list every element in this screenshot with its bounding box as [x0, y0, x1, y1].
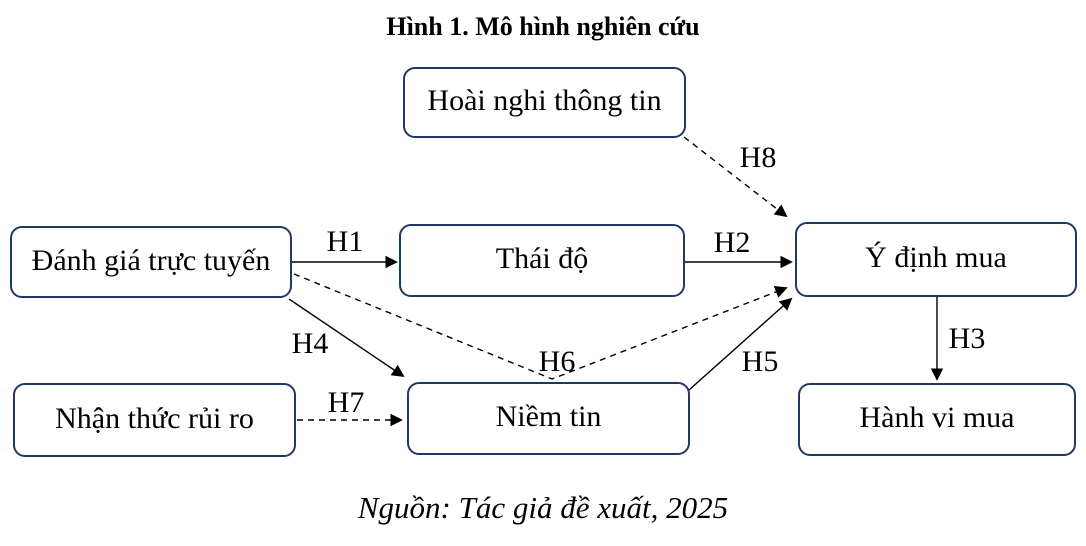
edge-label-h2: H2	[713, 226, 751, 259]
node-label: Đánh giá trực tuyến	[31, 243, 271, 277]
edge-label-h4: H4	[291, 327, 329, 360]
node-label: Nhận thức rủi ro	[55, 401, 254, 435]
edge-label-h7: H7	[327, 386, 365, 419]
edge-label-h6: H6	[538, 345, 576, 378]
edge-label-h8: H8	[739, 141, 777, 174]
node-label: Ý định mua	[865, 241, 1007, 274]
node-hanh-vi-mua: Hành vi mua	[798, 383, 1076, 456]
node-hoai-nghi-thong-tin: Hoài nghi thông tin	[403, 67, 686, 138]
figure-source-caption: Nguồn: Tác giả đề xuất, 2025	[357, 490, 729, 525]
node-label: Hoài nghi thông tin	[427, 84, 662, 117]
node-label: Hành vi mua	[859, 401, 1015, 434]
node-danh-gia-truc-tuyen: Đánh giá trực tuyến	[10, 226, 292, 298]
node-label: Thái độ	[495, 242, 589, 275]
figure-title: Hình 1. Mô hình nghiên cứu	[386, 12, 700, 41]
node-y-dinh-mua: Ý định mua	[795, 222, 1077, 297]
edge-label-h5: H5	[741, 345, 779, 378]
edge-label-h3: H3	[948, 322, 986, 355]
node-niem-tin: Niềm tin	[407, 382, 690, 455]
node-thai-do: Thái độ	[399, 224, 685, 297]
edge-label-h1: H1	[326, 225, 364, 258]
node-nhan-thuc-rui-ro: Nhận thức rủi ro	[13, 383, 296, 457]
node-label: Niềm tin	[495, 400, 602, 433]
